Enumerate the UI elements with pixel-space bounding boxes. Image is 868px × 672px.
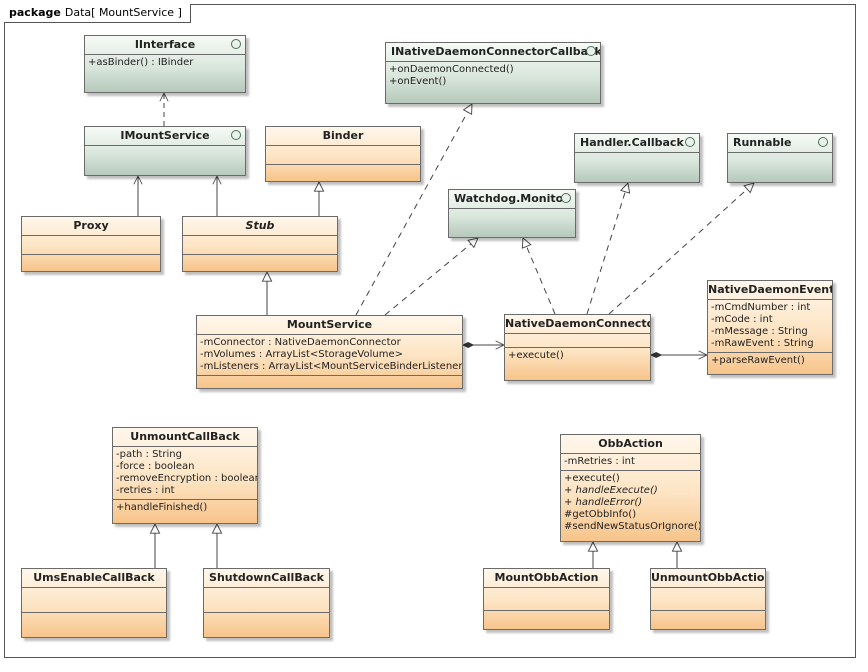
class-watchdog-monitor: Watchdog.Monitor [448, 189, 576, 238]
class-mountobbaction: MountObbAction [483, 568, 610, 630]
class-name: MountService [197, 316, 462, 335]
link-mountservice-callbacks [355, 104, 472, 316]
package-keyword: package [9, 6, 61, 19]
class-name: ObbAction [561, 435, 700, 454]
attribute: -path : String [116, 449, 182, 460]
class-name: UnmountCallBack [113, 428, 257, 447]
class-name: MountObbAction [484, 569, 609, 588]
class-iinterface: IInterface +asBinder() : IBinder [84, 35, 246, 93]
operation-abstract: + handleExecute() [564, 485, 658, 496]
operation: +onDaemonConnected() [389, 64, 514, 75]
class-name: Watchdog.Monitor [449, 190, 575, 209]
interface-icon [685, 137, 695, 147]
operation: #sendNewStatusOrIgnore() [564, 521, 701, 532]
attribute: -mVolumes : ArrayList<StorageVolume> [200, 349, 403, 360]
class-name: Handler.Callback [575, 134, 699, 153]
class-runnable: Runnable [727, 133, 833, 183]
class-umsenablecallback: UmsEnableCallBack [21, 568, 167, 638]
class-unmountcallback: UnmountCallBack -path : String -force : … [112, 427, 258, 524]
attribute: -mRawEvent : String [711, 338, 814, 349]
operation-abstract: + handleError() [564, 497, 643, 508]
class-name: IInterface [85, 36, 245, 55]
class-name: Stub [183, 217, 337, 236]
class-name: ShutdownCallBack [204, 569, 329, 588]
attribute: -force : boolean [116, 461, 195, 472]
class-name: INativeDaemonConnectorCallbacks [386, 43, 600, 62]
class-unmountobbaction: UnmountObbAction [650, 568, 766, 630]
class-name: Proxy [22, 217, 160, 236]
interface-icon [561, 193, 571, 203]
class-handler-callback: Handler.Callback [574, 133, 700, 183]
package-name: Data[ MountService ] [64, 6, 182, 19]
class-shutdowncallback: ShutdownCallBack [203, 568, 330, 638]
class-stub: Stub [182, 216, 338, 272]
class-name: NativeDaemonConnector [505, 315, 650, 334]
link-connector-watchdog [523, 238, 556, 315]
class-nativedaemonconnector: NativeDaemonConnector +execute() [504, 314, 651, 381]
attribute: -removeEncryption : boolean [116, 473, 258, 484]
operation: +parseRawEvent() [711, 355, 805, 366]
attribute: -mCmdNumber : int [711, 302, 811, 313]
operation: +asBinder() : IBinder [88, 57, 194, 68]
operation: +execute() [564, 473, 620, 484]
class-name: NativeDaemonEvent [708, 281, 832, 300]
class-name: UmsEnableCallBack [22, 569, 166, 588]
attribute: -mRetries : int [564, 456, 635, 467]
class-name: UnmountObbAction [651, 569, 765, 588]
class-binder: Binder [265, 126, 421, 182]
class-imountservice: IMountService [84, 126, 246, 176]
interface-icon [818, 137, 828, 147]
interface-icon [231, 130, 241, 140]
interface-icon [586, 46, 596, 56]
class-nativedaemonevent: NativeDaemonEvent -mCmdNumber : int -mCo… [707, 280, 833, 375]
link-mountservice-watchdog [384, 238, 478, 316]
class-callbacks: INativeDaemonConnectorCallbacks +onDaemo… [385, 42, 601, 104]
attribute: -mListeners : ArrayList<MountServiceBind… [200, 361, 463, 372]
operation: +handleFinished() [116, 502, 208, 513]
operation: #getObbInfo() [564, 509, 637, 520]
class-mountservice: MountService -mConnector : NativeDaemonC… [196, 315, 463, 389]
operation: +execute() [508, 350, 564, 361]
interface-icon [231, 39, 241, 49]
attribute: -mConnector : NativeDaemonConnector [200, 337, 401, 348]
attribute: -mCode : int [711, 314, 773, 325]
class-proxy: Proxy [21, 216, 161, 272]
class-obbaction: ObbAction -mRetries : int +execute() + h… [560, 434, 701, 542]
class-name: Runnable [728, 134, 832, 153]
attribute: -mMessage : String [711, 326, 808, 337]
link-connector-handler [586, 183, 628, 315]
class-name: IMountService [85, 127, 245, 146]
attribute: -retries : int [116, 485, 175, 496]
operation: +onEvent() [389, 76, 447, 87]
class-name: Binder [266, 127, 420, 146]
